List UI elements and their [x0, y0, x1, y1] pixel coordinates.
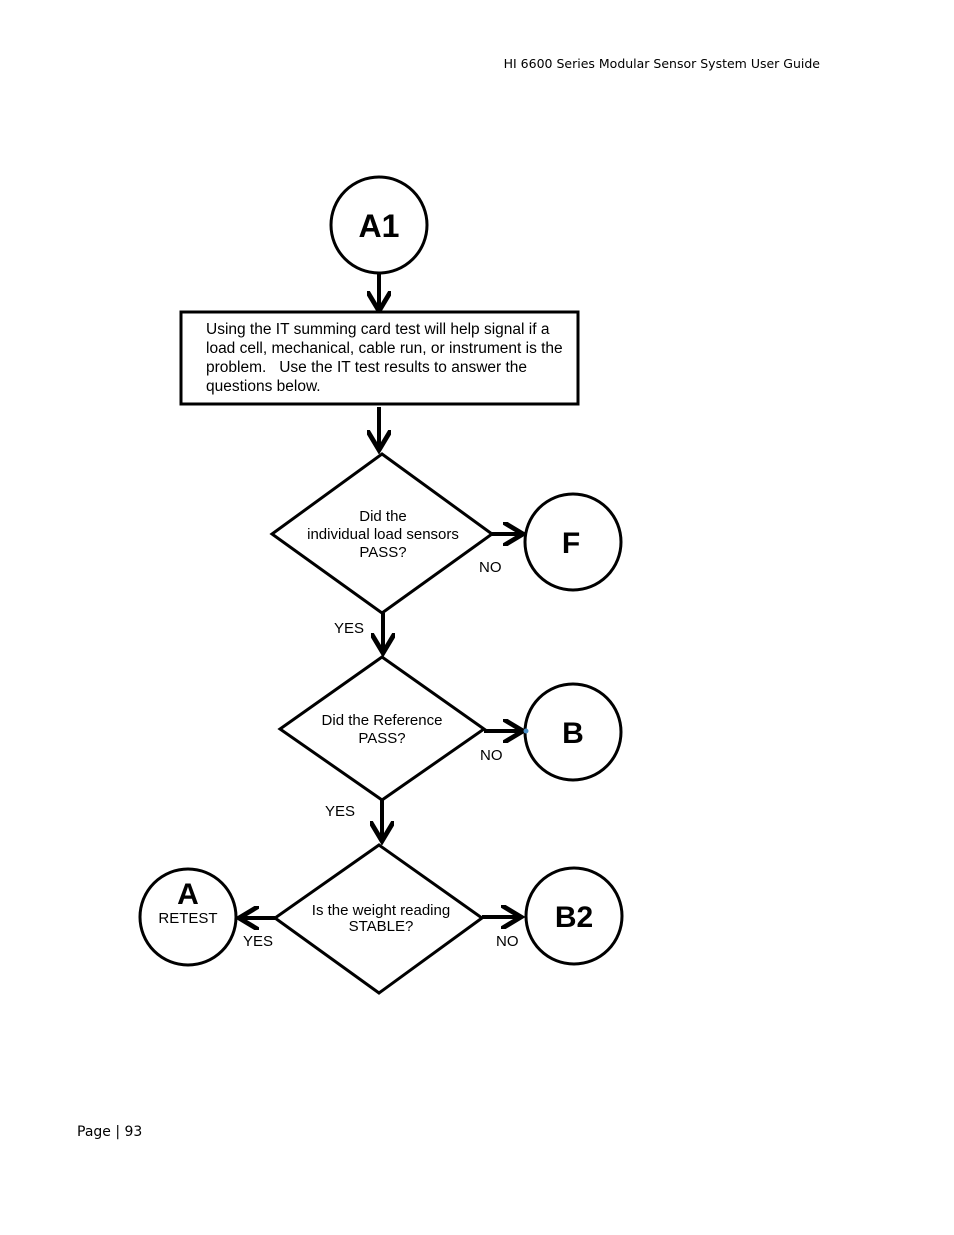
decision-weight-stable: Is the weight reading STABLE? — [272, 843, 485, 995]
page-number: Page | 93 — [77, 1124, 143, 1140]
decision1-no-label: NO — [479, 559, 502, 576]
node-b2: B2 — [524, 866, 624, 966]
node-a-label: A — [177, 878, 199, 911]
decision3-line-2: STABLE? — [349, 918, 414, 935]
decision3-yes-label: YES — [243, 933, 273, 950]
decision2-yes-label: YES — [325, 803, 355, 820]
node-b: B — [523, 682, 623, 782]
page-header: HI 6600 Series Modular Sensor System Use… — [503, 56, 820, 71]
decision-reference: Did the Reference PASS? — [277, 655, 487, 802]
node-f-label: F — [562, 527, 580, 560]
node-f: F — [523, 492, 623, 592]
decision1-yes-label: YES — [334, 620, 364, 637]
decision1-line-3: PASS? — [359, 544, 406, 561]
instruction-line-4: questions below. — [206, 378, 321, 395]
node-b2-label: B2 — [555, 901, 593, 934]
connector-dot — [523, 728, 529, 734]
decision3-line-1: Is the weight reading — [312, 902, 450, 919]
decision1-line-1: Did the — [359, 508, 407, 525]
instruction-line-2: load cell, mechanical, cable run, or ins… — [206, 340, 563, 357]
instruction-line-3: problem. Use the IT test results to answ… — [206, 359, 527, 376]
node-a-sublabel: RETEST — [158, 910, 217, 927]
instruction-box: Using the IT summing card test will help… — [179, 310, 580, 406]
instruction-line-1: Using the IT summing card test will help… — [206, 321, 550, 338]
node-b-label: B — [562, 717, 584, 750]
node-a-retest: A RETEST — [138, 867, 238, 967]
decision2-no-label: NO — [480, 747, 503, 764]
decision3-no-label: NO — [496, 933, 519, 950]
start-node-label: A1 — [359, 208, 400, 244]
decision2-line-1: Did the Reference — [322, 712, 443, 729]
decision2-line-2: PASS? — [358, 730, 405, 747]
decision-individual-load-sensors: Did the individual load sensors PASS? — [269, 452, 495, 615]
decision1-line-2: individual load sensors — [307, 526, 459, 543]
start-node-a1: A1 — [329, 175, 429, 275]
